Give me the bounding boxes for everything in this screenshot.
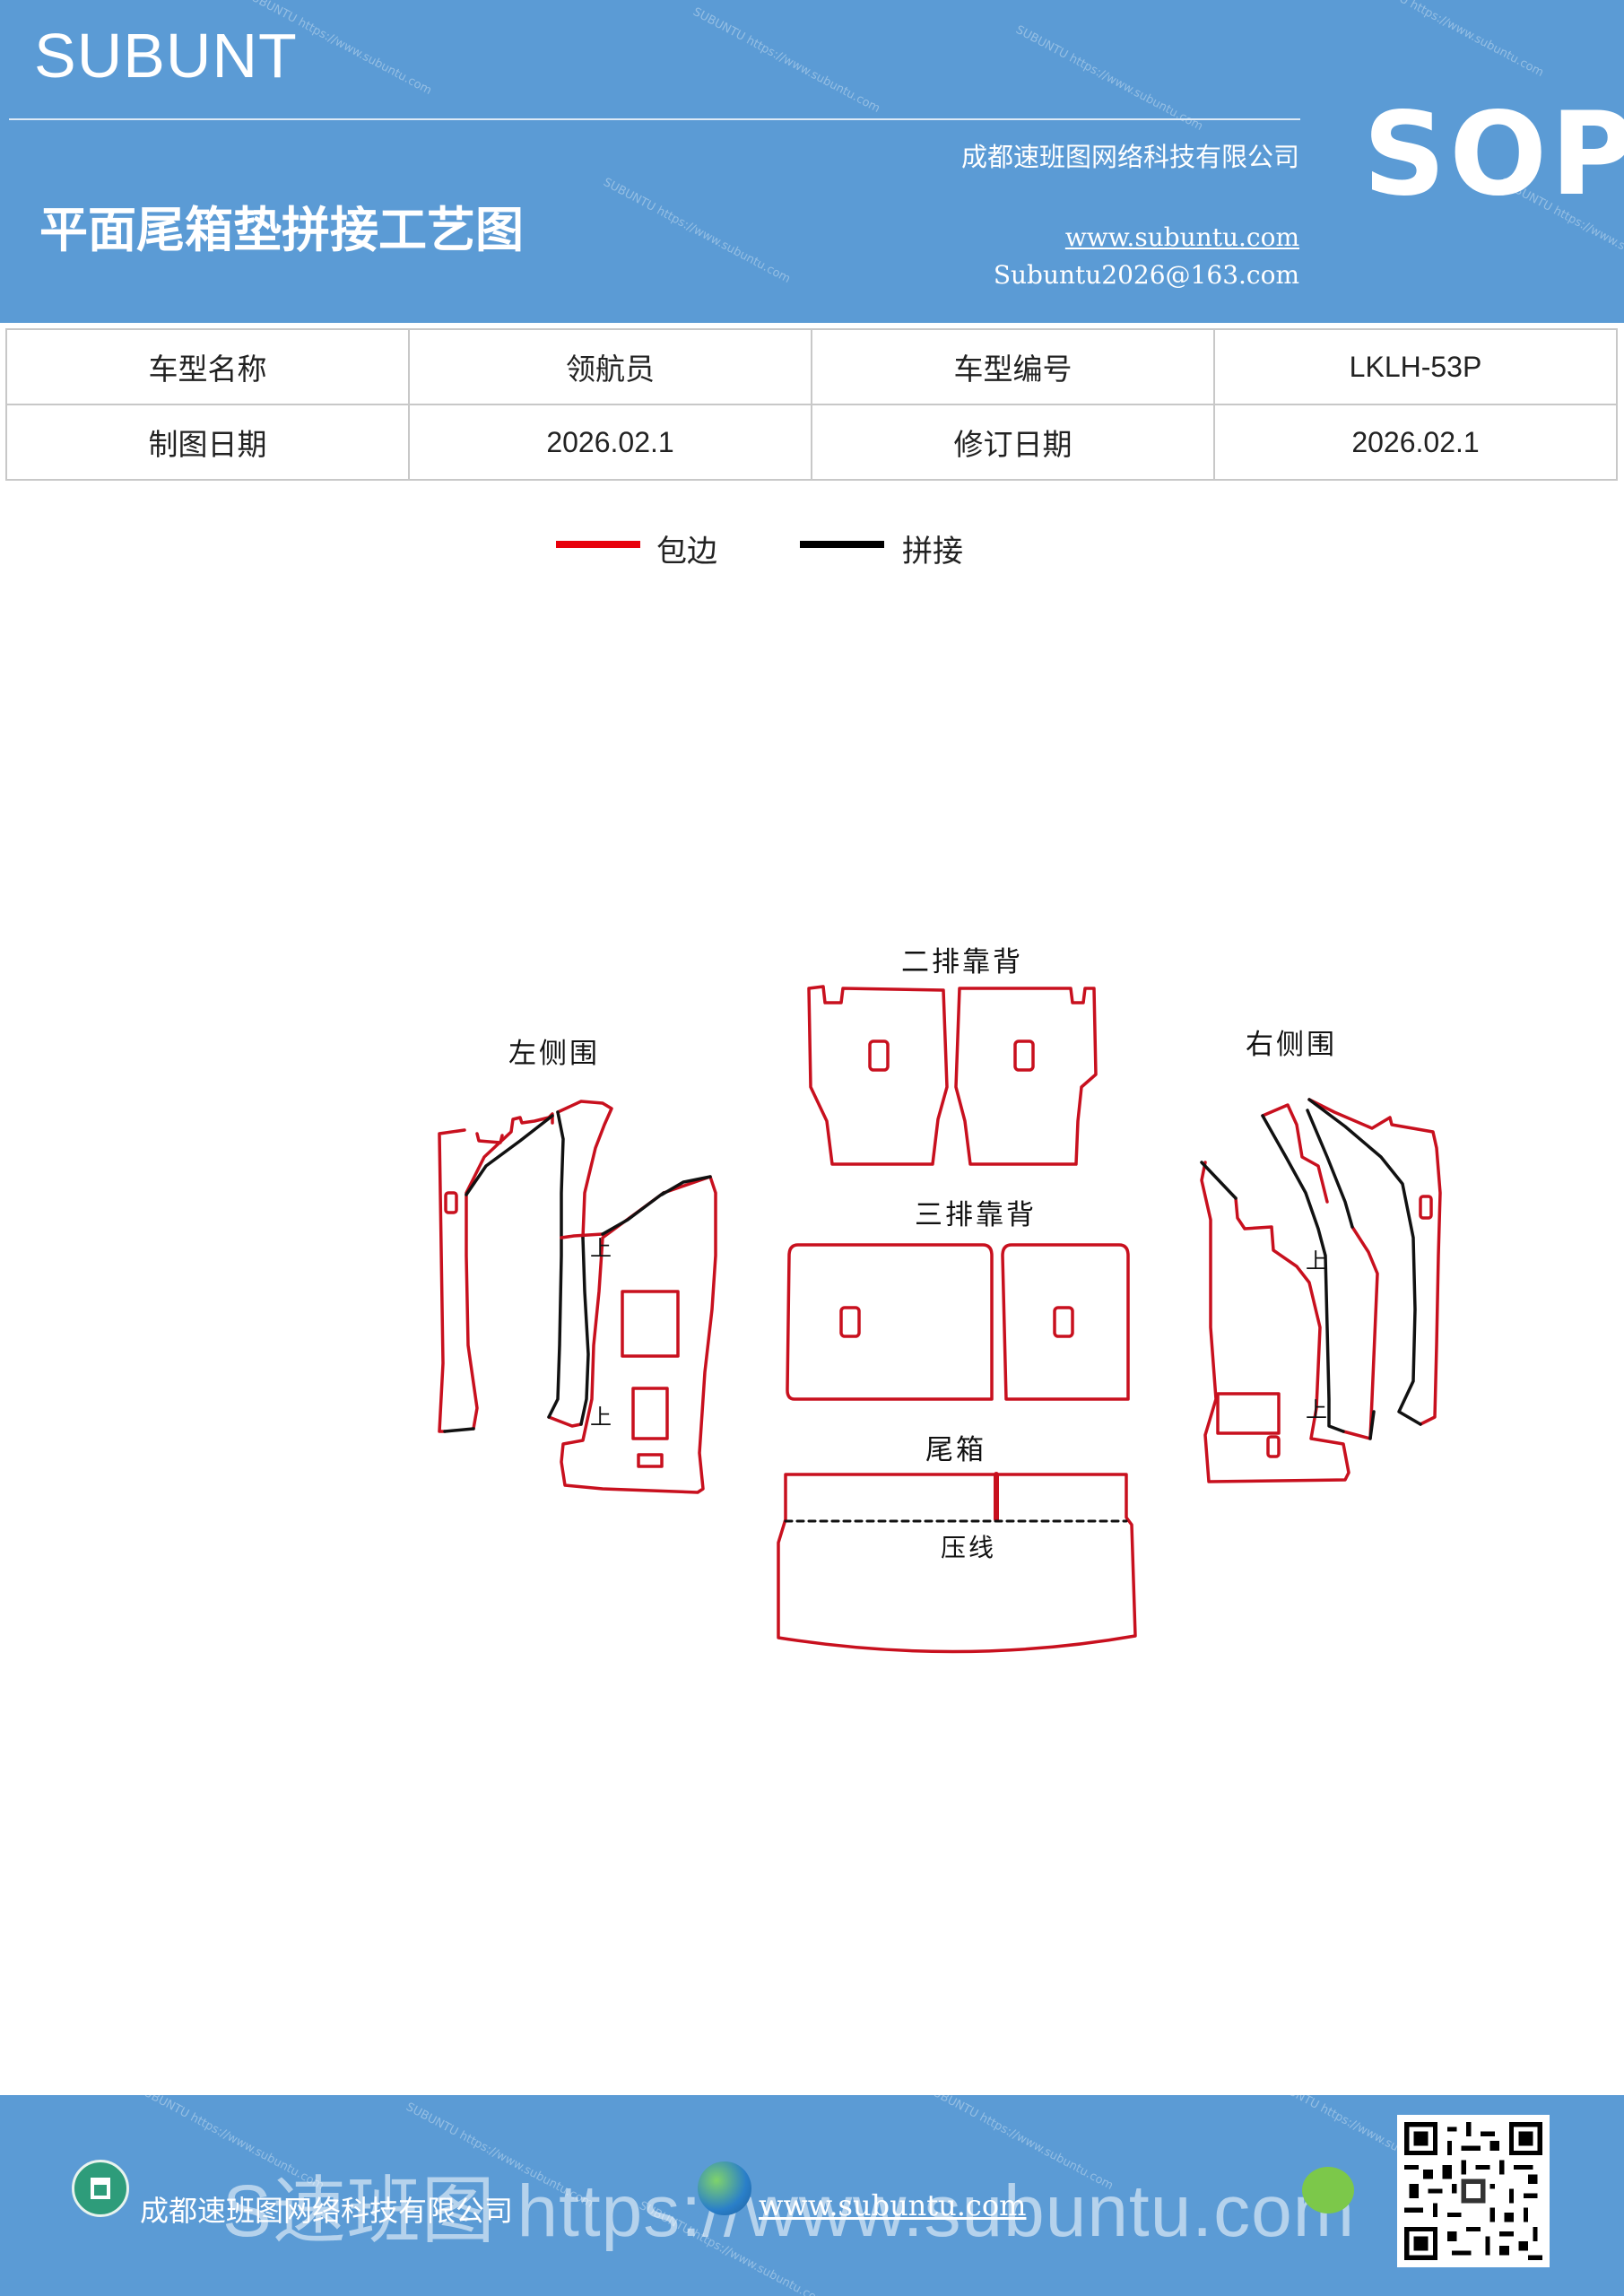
label-second-row: 二排靠背: [901, 946, 1023, 978]
right-side-middle-edge: [1261, 1103, 1379, 1440]
company-name: 成都速班图网络科技有限公司: [960, 142, 1299, 172]
legend-edge-line: [556, 541, 640, 548]
model-code-label: 车型编号: [811, 328, 1215, 405]
right-side-slot: [1266, 1435, 1281, 1458]
sop-badge: SOP: [1363, 88, 1624, 222]
legend-edge-label: 包边: [656, 534, 717, 570]
label-crease: 压线: [941, 1533, 996, 1562]
left-side-window-2: [631, 1387, 669, 1440]
revision-date-label: 修订日期: [811, 404, 1215, 481]
globe-icon: [698, 2161, 751, 2215]
footer-banner-text: S速班图 https://www.subuntu.com: [222, 2170, 1356, 2252]
header-divider: [9, 118, 1300, 120]
left-side-middle-edge: [547, 1100, 613, 1428]
second-row-right-panel: [954, 987, 1098, 1166]
qr-code-pattern: [1404, 2122, 1542, 2260]
left-side-hole: [444, 1191, 458, 1214]
left-side-outer-edge: [438, 1112, 554, 1433]
up-mark: 上: [590, 1236, 612, 1261]
wechat-icon: [1302, 2167, 1354, 2213]
legend-seam-label: 拼接: [902, 534, 963, 570]
footer-company-name: 成都速班图网络科技有限公司: [140, 2194, 514, 2228]
left-side-window-1: [621, 1290, 680, 1358]
second-row-left-hole: [868, 1039, 890, 1072]
website-link[interactable]: www.subuntu.com: [1064, 222, 1299, 252]
left-side-lower-edge: [560, 1175, 717, 1494]
third-row-left-hole: [839, 1306, 861, 1338]
header-banner: SUBUNTU https://www.subuntu.com SUBUNTU …: [0, 0, 1624, 323]
page-title: 平面尾箱垫拼接工艺图: [39, 202, 524, 258]
label-trunk: 尾箱: [925, 1434, 986, 1466]
third-row-right-hole: [1053, 1306, 1074, 1338]
footer-website-link[interactable]: www.subuntu.com: [759, 2188, 1027, 2222]
right-side-rear-edge: [1307, 1098, 1442, 1426]
label-left-side: 左侧围: [508, 1038, 600, 1070]
footer-banner: SUBUNTU https://www.subuntu.com SUBUNTU …: [0, 2095, 1624, 2296]
model-code-value: LKLH-53P: [1213, 328, 1618, 405]
right-side-outer-edge: [1200, 1161, 1350, 1483]
third-row-right-panel: [1001, 1243, 1130, 1401]
legend-seam-line: [800, 541, 884, 548]
left-side-slot: [637, 1453, 664, 1468]
left-side-seam: [443, 1114, 554, 1433]
label-third-row: 三排靠背: [915, 1199, 1037, 1231]
model-name-value: 领航员: [408, 328, 812, 405]
right-side-outer-seam: [1200, 1161, 1238, 1200]
up-mark: 上: [1306, 1397, 1327, 1422]
third-row-left-panel: [786, 1243, 994, 1401]
legend: 包边 拼接: [0, 525, 1624, 570]
brand-logo-text: SUBUNT: [34, 21, 298, 91]
revision-date-value: 2026.02.1: [1213, 404, 1618, 481]
model-name-label: 车型名称: [5, 328, 410, 405]
label-right-side: 右侧围: [1246, 1029, 1337, 1061]
right-side-window: [1216, 1392, 1281, 1435]
left-side-middle-seam: [547, 1110, 590, 1426]
right-side-hole: [1419, 1195, 1433, 1220]
draw-date-label: 制图日期: [5, 404, 410, 481]
vehicle-info-table: 车型名称 领航员 车型编号 LKLH-53P 制图日期 2026.02.1 修订…: [5, 328, 1618, 481]
left-side-lower-seam: [601, 1175, 712, 1236]
second-row-right-hole: [1013, 1039, 1035, 1072]
draw-date-value: 2026.02.1: [408, 404, 812, 481]
qr-code: [1397, 2115, 1550, 2267]
table-row: 车型名称 领航员 车型编号 LKLH-53P: [5, 328, 1618, 405]
up-mark: 上: [590, 1405, 612, 1430]
trunk-panel: [777, 1473, 1137, 1654]
email-address[interactable]: Subuntu2026@163.com: [993, 260, 1299, 290]
table-row: 制图日期 2026.02.1 修订日期 2026.02.1: [5, 404, 1618, 481]
right-side-rear-seam: [1307, 1098, 1422, 1440]
home-icon: [72, 2160, 129, 2217]
right-side-middle-seam: [1261, 1109, 1354, 1433]
up-mark: 上: [1306, 1248, 1327, 1274]
second-row-left-panel: [807, 985, 949, 1166]
